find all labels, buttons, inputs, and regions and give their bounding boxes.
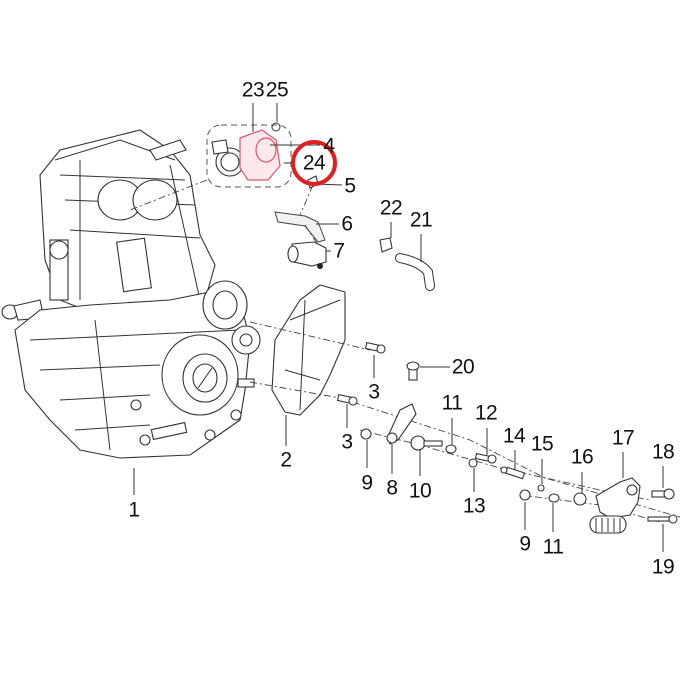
callout-8[interactable]: 8 — [386, 476, 398, 500]
throttle-body-group — [129, 122, 292, 211]
callout-1[interactable]: 1 — [128, 498, 140, 522]
callout-6[interactable]: 6 — [341, 212, 353, 236]
callout-22[interactable]: 22 — [379, 196, 403, 220]
callout-11a[interactable]: 11 — [441, 391, 463, 415]
callout-24-highlighted[interactable]: 24 — [302, 151, 326, 175]
callout-16[interactable]: 16 — [570, 445, 594, 469]
callout-18[interactable]: 18 — [651, 440, 675, 464]
callout-5[interactable]: 5 — [344, 174, 356, 198]
callout-19[interactable]: 19 — [651, 555, 675, 579]
callout-15[interactable]: 15 — [530, 432, 554, 456]
callout-14[interactable]: 14 — [502, 424, 526, 448]
callout-17[interactable]: 17 — [611, 426, 635, 450]
callout-21[interactable]: 21 — [409, 208, 433, 232]
callout-11b[interactable]: 11 — [542, 535, 564, 559]
callout-4[interactable]: 4 — [323, 134, 335, 158]
callout-20[interactable]: 20 — [451, 355, 475, 379]
shift-linkage — [249, 321, 680, 534]
callout-7[interactable]: 7 — [333, 239, 345, 263]
callout-9a[interactable]: 9 — [361, 471, 373, 495]
callout-12[interactable]: 12 — [474, 401, 498, 425]
callout-3b[interactable]: 3 — [341, 430, 353, 454]
callout-9b[interactable]: 9 — [519, 532, 531, 556]
callout-25[interactable]: 25 — [265, 78, 289, 102]
callout-3a[interactable]: 3 — [368, 380, 380, 404]
callout-10[interactable]: 10 — [408, 479, 432, 503]
sprocket-cover — [271, 284, 346, 416]
callout-13[interactable]: 13 — [462, 494, 486, 518]
callout-23[interactable]: 23 — [241, 78, 265, 102]
engine-assembly — [1, 129, 261, 459]
callout-2[interactable]: 2 — [280, 448, 292, 472]
highlight-circle-part-24 — [291, 140, 337, 186]
